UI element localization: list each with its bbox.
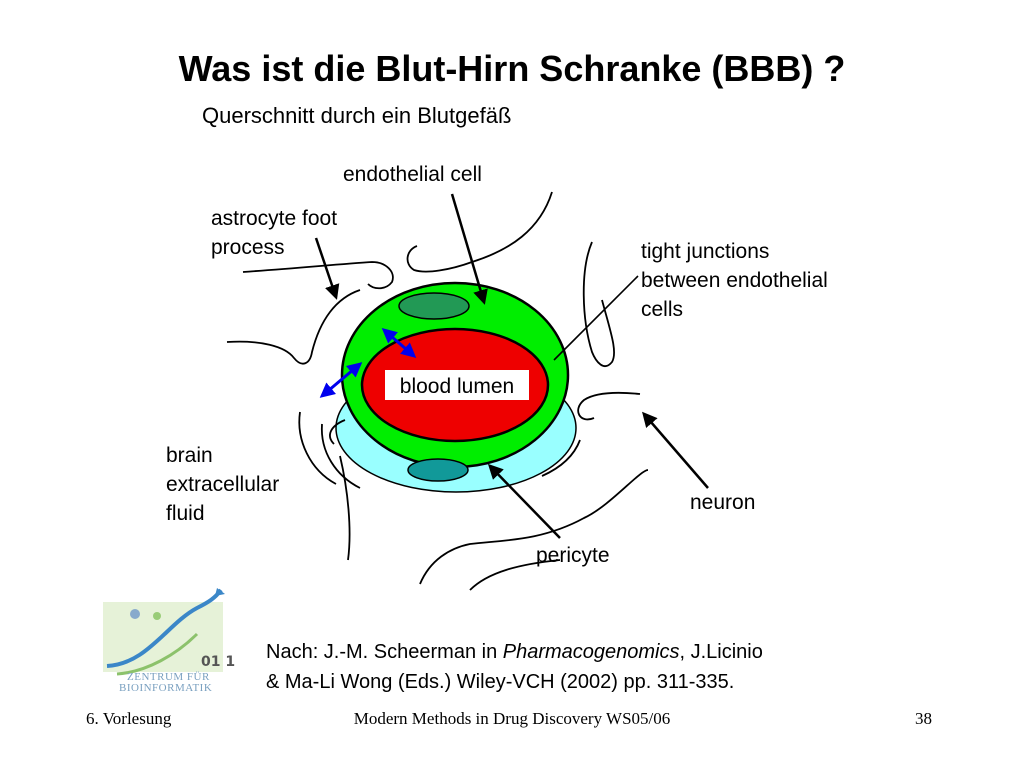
label-brain-line1: brain xyxy=(166,444,213,467)
label-astrocyte-line1: astrocyte foot xyxy=(211,207,338,230)
logo-dot-icon xyxy=(130,609,140,619)
footer-page-number: 38 xyxy=(915,709,932,728)
citation-book-title: Pharmacogenomics xyxy=(502,641,680,663)
label-tight-line2: between endothelial xyxy=(641,269,828,292)
label-brain-fluid: brain extracellular fluid xyxy=(166,441,279,528)
slide-title: Was ist die Blut-Hirn Schranke (BBB) ? xyxy=(178,48,846,89)
logo-text-line1: ZENTRUM FÜR xyxy=(127,671,210,683)
citation: Nach: J.-M. Scheerman in Pharmacogenomic… xyxy=(266,637,763,697)
citation-suffix: , J.Licinio xyxy=(679,641,763,663)
pointer-tight-junction xyxy=(553,275,639,361)
label-tight-junctions: tight junctions between endothelial cell… xyxy=(641,237,828,324)
slide-subtitle: Querschnitt durch ein Blutgefäß xyxy=(202,103,512,128)
blood-lumen-label: blood lumen xyxy=(400,375,514,398)
logo-text-line2: BIOINFORMATIK xyxy=(119,682,212,694)
blood-lumen-label-box xyxy=(385,370,529,400)
logo-green-curve xyxy=(116,632,199,676)
label-tight-line1: tight junctions xyxy=(641,240,770,263)
pointer-endothelial xyxy=(450,193,488,305)
pericyte-nucleus xyxy=(407,458,469,482)
citation-line2: & Ma-Li Wong (Eds.) Wiley-VCH (2002) pp.… xyxy=(266,671,735,693)
label-endothelial-cell: endothelial cell xyxy=(343,163,482,186)
logo-arrow-icon xyxy=(215,588,225,596)
logo-dot-icon xyxy=(153,612,161,620)
label-tight-line3: cells xyxy=(641,298,684,321)
label-astrocyte-line2: process xyxy=(211,236,285,259)
pointer-pericyte xyxy=(487,463,561,539)
label-brain-line2: extracellular xyxy=(166,473,280,496)
citation-prefix: Nach: J.-M. Scheerman in xyxy=(266,641,503,663)
pointer-astrocyte xyxy=(314,237,340,300)
junction-arrow-upper xyxy=(381,328,417,358)
astrocyte-foot-processes xyxy=(226,191,649,591)
logo-blue-curve xyxy=(106,588,223,668)
label-neuron: neuron xyxy=(690,491,756,514)
footer-left: 6. Vorlesung xyxy=(86,709,172,728)
logo-digits: 01 1 xyxy=(201,654,235,670)
citation-line1: Nach: J.-M. Scheerman in Pharmacogenomic… xyxy=(266,637,763,667)
label-astrocyte: astrocyte foot process xyxy=(211,204,337,262)
junction-arrow-lower xyxy=(319,362,363,398)
pointer-neuron xyxy=(642,411,709,489)
label-brain-line3: fluid xyxy=(166,502,205,525)
label-pericyte: pericyte xyxy=(536,544,610,567)
endothelial-nucleus xyxy=(398,292,470,320)
footer-center: Modern Methods in Drug Discovery WS05/06 xyxy=(353,709,671,728)
bioinformatik-logo: 01 1 ZENTRUM FÜR BIOINFORMATIK xyxy=(103,588,235,694)
